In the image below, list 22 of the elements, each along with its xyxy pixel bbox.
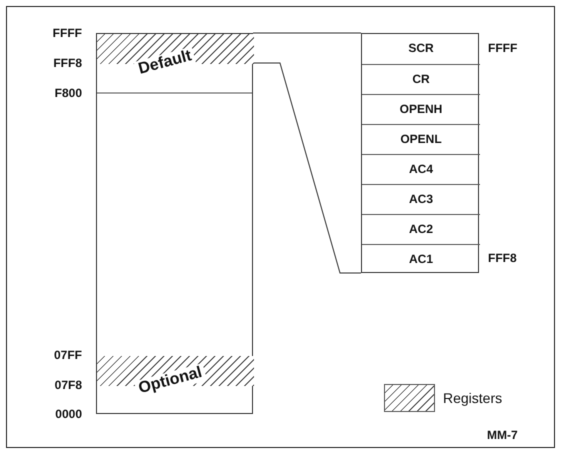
register-name: AC3 (408, 192, 434, 206)
address-label: FFF8 (488, 251, 517, 265)
legend-label: Registers (443, 390, 502, 406)
memory-map-bar (96, 33, 253, 414)
register-name: CR (411, 72, 431, 86)
address-label: 07FF (54, 348, 82, 362)
register-name: SCR (407, 41, 435, 55)
expansion-line (252, 62, 362, 274)
register-name: AC4 (408, 162, 434, 176)
address-label: FFF8 (53, 56, 82, 70)
address-label: 07F8 (54, 378, 82, 392)
expansion-line (252, 32, 362, 34)
address-label: FFFF (488, 41, 518, 55)
figure-id: MM-7 (487, 428, 518, 442)
address-label: F800 (54, 86, 82, 100)
register-stack (361, 33, 479, 273)
address-label: FFFF (52, 26, 82, 40)
address-label: 0000 (55, 407, 82, 421)
register-name: OPENH (398, 102, 444, 116)
register-name: OPENL (399, 132, 443, 146)
register-name: AC1 (408, 252, 434, 266)
register-name: AC2 (408, 222, 434, 236)
